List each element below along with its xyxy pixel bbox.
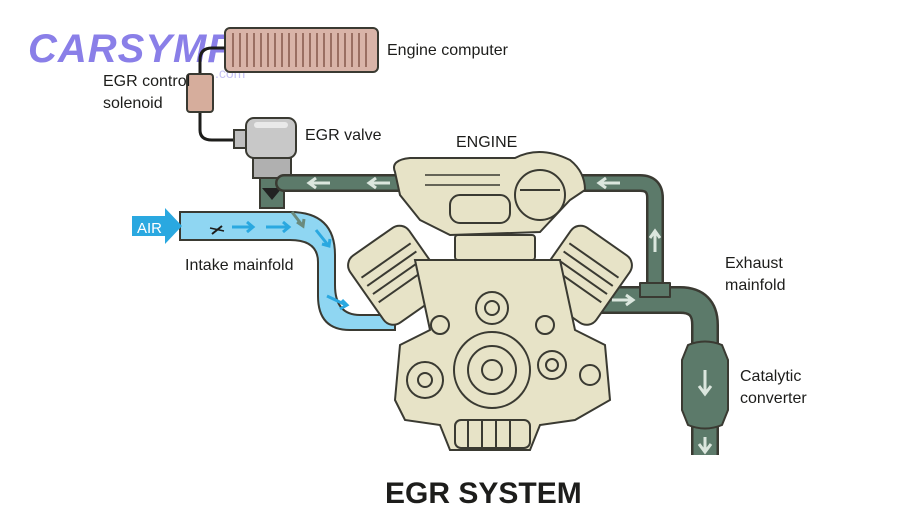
label-catalytic: Catalytic <box>740 368 801 385</box>
engine-computer <box>224 27 379 73</box>
arrow-left-icon <box>596 176 620 190</box>
label-engine-computer: Engine computer <box>387 42 509 59</box>
label-exhaust: Exhaust <box>725 255 783 272</box>
brand-watermark: CARSYMP .com <box>28 27 245 81</box>
arrow-up-icon <box>648 228 662 252</box>
egr-control-solenoid <box>186 73 214 113</box>
label-air: AIR <box>137 220 162 237</box>
arrow-left-icon <box>306 176 330 190</box>
label-solenoid: solenoid <box>103 95 163 112</box>
label-exhaust-manifold: mainfold <box>725 277 785 294</box>
label-egr-valve: EGR valve <box>305 127 382 144</box>
diagram-title: EGR SYSTEM <box>385 477 582 510</box>
air-inlet-arrow: AIR <box>132 208 182 244</box>
engine-block <box>347 151 633 451</box>
arrow-down-icon <box>697 437 713 455</box>
arrow-right-icon <box>612 293 636 307</box>
exhaust-manifold <box>600 282 719 455</box>
control-wire <box>198 46 235 142</box>
valve-plug-icon <box>262 188 282 200</box>
air-flow-arrow-icon <box>232 220 256 234</box>
label-egr-control: EGR control <box>103 73 190 90</box>
label-intake-manifold: Intake mainfold <box>185 257 294 274</box>
label-engine: ENGINE <box>456 134 517 151</box>
egr-flow-arrows <box>306 176 662 307</box>
arrow-down-icon <box>697 370 713 397</box>
egr-valve <box>233 117 297 209</box>
label-converter: converter <box>740 390 807 407</box>
arrow-left-icon <box>366 176 390 190</box>
catalytic-converter <box>681 340 729 430</box>
